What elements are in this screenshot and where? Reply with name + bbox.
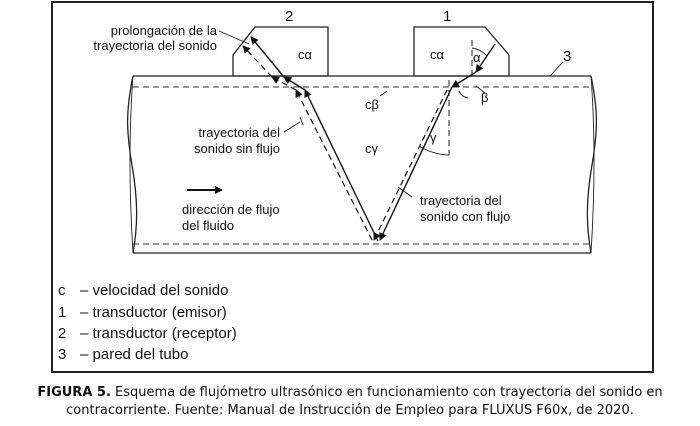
sound-path-no-flow [242, 45, 448, 241]
caption-label: FIGURA 5. [37, 385, 111, 400]
c-beta-label: cβ [365, 97, 379, 112]
beta-label: β [481, 90, 488, 105]
legend-text: – pared del tubo [80, 346, 188, 363]
sound-path-with-flow [250, 36, 496, 242]
gamma-label: γ [430, 130, 437, 145]
figure-frame [51, 1, 654, 373]
caption-line-2: contracorriente. Fuente: Manual de Instr… [66, 403, 634, 418]
caption-line-1: FIGURA 5. Esquema de flujómetro ultrasón… [0, 384, 700, 402]
prolongation-label-2: trayectoria del sonido [93, 38, 217, 53]
flow-dir-label-2: del fluido [182, 218, 234, 233]
legend-text: – transductor (emisor) [80, 304, 227, 321]
no-flow-label-2: sonido sin flujo [194, 141, 280, 156]
transducer-1 [413, 26, 510, 77]
legend-key: c [58, 282, 66, 299]
legend-text: – velocidad del sonido [80, 282, 228, 299]
c-alpha-left: cα [298, 47, 313, 62]
gamma-arc [418, 145, 450, 156]
pipe-wall-label: 3 [563, 48, 571, 65]
no-flow-label-1: trayectoria del [198, 125, 280, 140]
legend-key: 2 [58, 325, 66, 342]
figure-caption: FIGURA 5. Esquema de flujómetro ultrasón… [0, 384, 700, 420]
leader-lines [218, 30, 564, 198]
alpha-arc [471, 47, 488, 57]
transducer-2 [232, 26, 329, 77]
c-alpha-right: cα [430, 47, 445, 62]
pipe [126, 75, 598, 254]
legend-text: – transductor (receptor) [80, 325, 237, 342]
with-flow-label-2: sonido con flujo [420, 209, 510, 224]
prolongation-label-1: prolongación de la [111, 23, 218, 38]
flow-dir-label-1: dirección de flujo [182, 202, 280, 217]
with-flow-label-1: trayectoria del [420, 193, 502, 208]
legend-key: 1 [58, 304, 66, 321]
transducer-1-label: 1 [443, 8, 451, 25]
legend: c – velocidad del sonido 1 – transductor… [58, 282, 237, 363]
beta-arc [458, 90, 469, 99]
caption-text-1: Esquema de flujómetro ultrasónico en fun… [110, 385, 663, 400]
legend-key: 3 [58, 346, 66, 363]
alpha-label: α [473, 50, 481, 65]
c-gamma-label: cγ [365, 141, 379, 156]
flowmeter-diagram: 2 1 3 cα cα α β cβ cγ γ prolongación de … [51, 1, 654, 373]
transducer-2-label: 2 [285, 8, 293, 25]
